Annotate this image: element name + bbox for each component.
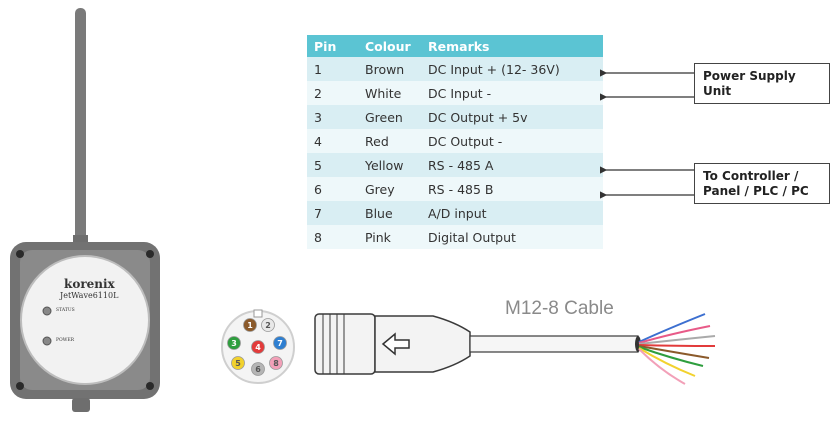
cell-colour: Yellow: [358, 153, 421, 177]
cell-pin: 2: [307, 81, 358, 105]
screw: [16, 382, 24, 390]
bottom-connector: [72, 398, 90, 412]
connector-pin: [251, 362, 265, 376]
connector-pin: [243, 318, 257, 332]
device-power-label: POWER: [56, 338, 75, 343]
cell-remarks: DC Input -: [421, 81, 603, 105]
cell-colour: Blue: [358, 201, 421, 225]
header-remarks: Remarks: [421, 35, 603, 57]
callout-controller: To Controller / Panel / PLC / PC: [694, 163, 830, 204]
cell-pin: 1: [307, 57, 358, 81]
cell-remarks: DC Output + 5v: [421, 105, 603, 129]
table-header-row: Pin Colour Remarks: [307, 35, 603, 57]
cable-sheath: [469, 335, 639, 353]
connector-pin: [269, 356, 283, 370]
connector-pin-number: 6: [255, 365, 261, 374]
cable-label: M12-8 Cable: [505, 298, 614, 319]
cell-pin: 6: [307, 177, 358, 201]
connector-pin-number: 1: [247, 321, 253, 330]
status-led: [42, 306, 52, 316]
cell-colour: Red: [358, 129, 421, 153]
cell-remarks: RS - 485 B: [421, 177, 603, 201]
device-status-label: STATUS: [56, 308, 75, 313]
cell-pin: 4: [307, 129, 358, 153]
screw: [146, 382, 154, 390]
connector-pin: [231, 356, 245, 370]
cell-colour: Green: [358, 105, 421, 129]
cable-wires: [638, 313, 716, 385]
cell-colour: White: [358, 81, 421, 105]
connector-body: [374, 315, 471, 373]
connector-pin-number: 2: [265, 321, 271, 330]
cell-pin: 3: [307, 105, 358, 129]
header-colour: Colour: [358, 35, 421, 57]
cell-remarks: DC Output -: [421, 129, 603, 153]
connector-nut: [314, 313, 376, 375]
connector-pin: [273, 336, 287, 350]
connector-pin: [227, 336, 241, 350]
connector-pin-number: 3: [231, 339, 237, 348]
power-led: [42, 336, 52, 346]
cell-remarks: DC Input + (12- 36V): [421, 57, 603, 81]
device-model: JetWave6110L: [60, 291, 119, 300]
cell-colour: Grey: [358, 177, 421, 201]
connector-key: [253, 309, 263, 318]
callout-power-supply: Power Supply Unit: [694, 63, 830, 104]
cell-remarks: RS - 485 A: [421, 153, 603, 177]
device-brand: korenix: [64, 277, 115, 291]
cell-remarks: A/D input: [421, 201, 603, 225]
connector-pin-number: 5: [235, 359, 241, 368]
cell-colour: Brown: [358, 57, 421, 81]
screw: [146, 250, 154, 258]
connector-pin-number: 4: [255, 343, 261, 352]
m12-cable: [314, 313, 716, 385]
cell-pin: 5: [307, 153, 358, 177]
cell-remarks: Digital Output: [421, 225, 603, 249]
connector-pin: [261, 318, 275, 332]
header-pin: Pin: [307, 35, 358, 57]
connector-pin-number: 7: [277, 339, 283, 348]
cell-pin: 8: [307, 225, 358, 249]
screw: [16, 250, 24, 258]
device-face: [20, 255, 150, 385]
connector-face: 1 2 3 4 5 6 7 8: [221, 309, 295, 384]
device-illustration: [10, 8, 160, 412]
cell-pin: 7: [307, 201, 358, 225]
cell-colour: Pink: [358, 225, 421, 249]
connector-pin-number: 8: [273, 359, 279, 368]
antenna: [75, 8, 86, 243]
callout-arrows: [600, 67, 696, 201]
arrow-left-icon: [381, 332, 410, 356]
connector-pin: [251, 340, 265, 354]
